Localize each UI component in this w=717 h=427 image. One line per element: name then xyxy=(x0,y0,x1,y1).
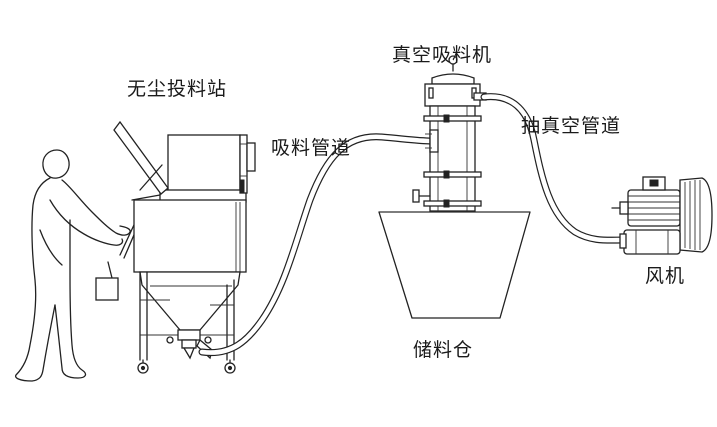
dust-free-feeding-station xyxy=(95,120,256,374)
suction-hose xyxy=(198,133,436,357)
label-suction-pipe: 吸料管道 xyxy=(271,137,352,159)
label-vacuum-pipe: 抽真空管道 xyxy=(521,115,622,137)
label-dust-free-station: 无尘投料站 xyxy=(127,78,228,100)
vacuum-loader xyxy=(412,55,487,212)
storage-bin xyxy=(378,211,531,319)
blower xyxy=(611,176,713,255)
operator-figure xyxy=(15,149,131,382)
vacuum-hose xyxy=(480,93,628,244)
label-vacuum-loader: 真空吸料机 xyxy=(392,44,493,66)
label-blower: 风机 xyxy=(645,265,686,287)
label-storage-bin: 储料仓 xyxy=(413,339,474,361)
